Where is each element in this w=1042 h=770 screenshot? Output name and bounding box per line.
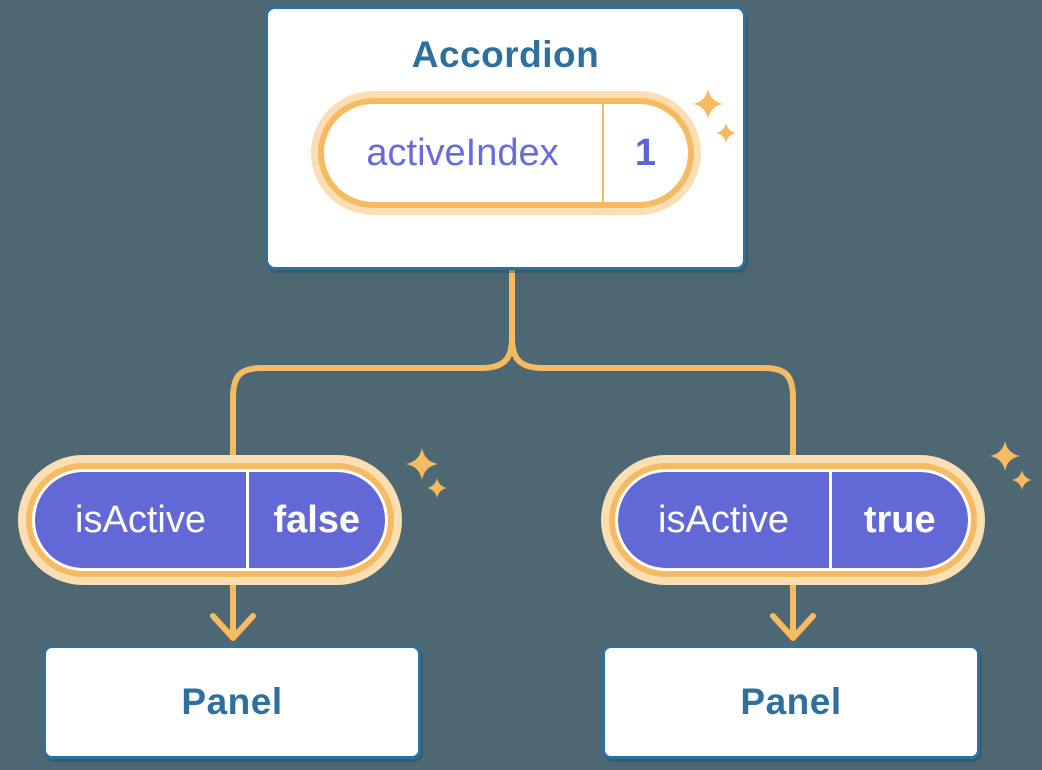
panel-left-title: Panel <box>181 680 283 722</box>
prop-pill-right-label: isActive <box>658 498 789 541</box>
prop-pill-right-value-cell: true <box>832 472 969 568</box>
panel-right-title: Panel <box>740 680 842 722</box>
sparkle-icon <box>990 441 1020 471</box>
sparkle-icon <box>1012 470 1032 490</box>
sparkle-icon <box>716 123 736 143</box>
prop-pill-right-divider <box>829 472 832 568</box>
arrow-down-icon-left <box>210 613 256 641</box>
panel-right: Panel <box>602 645 980 759</box>
state-pill-label: activeIndex <box>366 131 559 174</box>
state-pill: activeIndex 1 <box>317 98 694 209</box>
accordion-title: Accordion <box>411 34 600 75</box>
prop-pill-right: isActive true <box>615 469 971 571</box>
prop-pill-left-label: isActive <box>75 498 206 541</box>
state-pill-value: 1 <box>634 131 657 174</box>
prop-pill-left-value: false <box>273 498 361 541</box>
prop-pill-right-value: true <box>863 498 936 541</box>
state-pill-value-cell: 1 <box>604 104 688 202</box>
panel-left: Panel <box>43 645 421 759</box>
prop-pill-left: isActive false <box>32 469 388 571</box>
sparkle-icon <box>693 89 723 119</box>
prop-pill-left-value-cell: false <box>249 472 386 568</box>
prop-pill-right-label-cell: isActive <box>618 472 829 568</box>
arrow-down-icon-right <box>770 613 816 641</box>
state-pill-divider <box>601 104 604 203</box>
sparkle-icon <box>406 448 438 480</box>
prop-pill-left-divider <box>246 472 249 568</box>
state-pill-label-cell: activeIndex <box>324 104 602 202</box>
branch-line-left <box>230 267 515 473</box>
sparkle-icon <box>427 478 447 498</box>
branch-line-right <box>509 267 796 473</box>
accordion-card: Accordion activeIndex 1 <box>265 6 746 270</box>
prop-pill-left-label-cell: isActive <box>35 472 246 568</box>
